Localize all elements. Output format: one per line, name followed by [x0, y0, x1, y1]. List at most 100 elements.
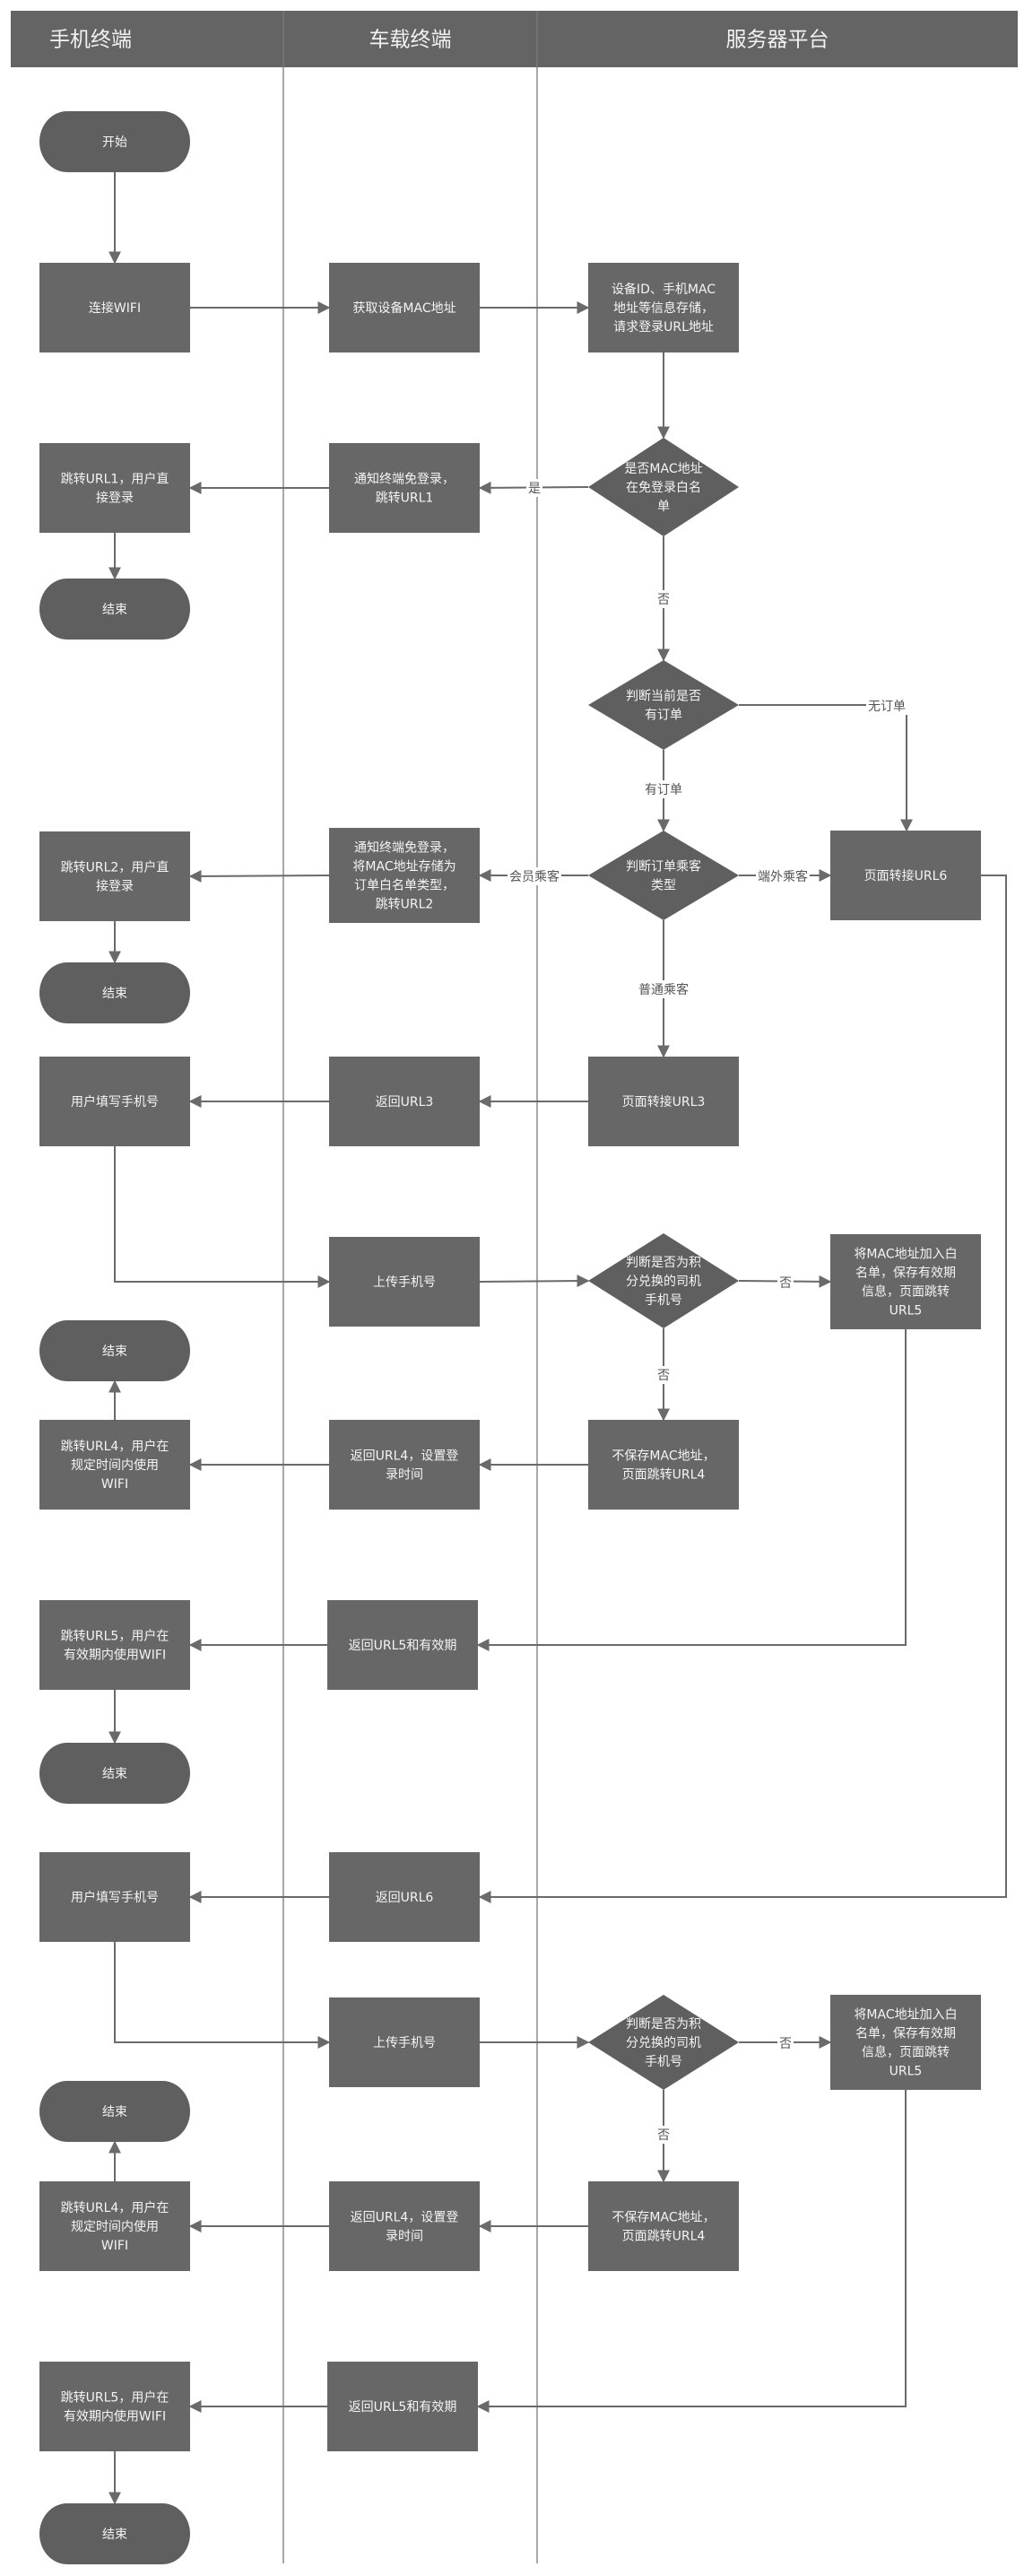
- node-text: 结束: [102, 1767, 127, 1781]
- node-text: 有效期内使用WIFI: [64, 2409, 166, 2424]
- edge-label: 否: [779, 1276, 792, 1291]
- node-text: 结束: [102, 987, 127, 1001]
- terminal-pill: [39, 962, 190, 1023]
- process-box: [39, 1420, 190, 1510]
- decision-diamond: [588, 1233, 739, 1328]
- edge-label: 否: [779, 2037, 792, 2051]
- node-text: 单: [657, 500, 670, 514]
- edge-label-bg: [655, 590, 672, 608]
- edge-label-bg: [866, 697, 907, 715]
- process-box: [39, 1600, 190, 1690]
- edge-label: 会员乘客: [509, 869, 560, 884]
- edge-add_whitelist_a-to-return_url5_a: [476, 1329, 907, 1651]
- node-nosave_b: 不保存MAC地址，页面跳转URL4: [588, 2181, 739, 2271]
- node-text: 页面转接URL6: [864, 868, 948, 883]
- node-text: 判断当前是否: [626, 689, 701, 704]
- edge-add_whitelist_b-to-return_url5_b: [476, 2090, 907, 2413]
- edge-label: 有订单: [645, 783, 682, 797]
- edge-notify_url2-to-jump_url2: [188, 869, 330, 883]
- node-text: 用户填写手机号: [71, 1890, 159, 1905]
- node-page_url3: 页面转接URL3: [588, 1057, 739, 1146]
- process-box: [327, 1600, 478, 1690]
- node-return_url5_a: 返回URL5和有效期: [327, 1600, 478, 1690]
- node-text: 手机号: [645, 2055, 682, 2069]
- node-text: 设备ID、手机MAC: [612, 282, 716, 297]
- node-text: 将MAC地址加入白: [854, 1248, 957, 1262]
- process-box: [830, 1995, 981, 2090]
- process-box: [39, 443, 190, 533]
- process-box: [39, 1852, 190, 1942]
- lane-header-bar: [11, 11, 1018, 67]
- edge-page_url6-to-return_url6: [478, 875, 1007, 1903]
- process-box: [329, 2181, 480, 2271]
- node-text: 不保存MAC地址，: [612, 1449, 715, 1464]
- node-text: 页面跳转URL4: [622, 1468, 706, 1483]
- edge-label: 普通乘客: [638, 982, 689, 997]
- process-box: [588, 1420, 739, 1510]
- decision-diamond: [588, 1995, 739, 2090]
- node-end3: 结束: [39, 1320, 190, 1381]
- node-text: 用户填写手机号: [71, 1094, 159, 1110]
- process-box: [329, 263, 480, 352]
- node-upload_phone_b: 上传手机号: [329, 1997, 480, 2087]
- terminal-pill: [39, 111, 190, 172]
- node-text: 跳转URL5，用户在: [61, 2390, 169, 2406]
- node-text: 跳转URL2，用户直: [61, 860, 169, 875]
- node-return_url6: 返回URL6: [329, 1852, 480, 1942]
- node-text: 结束: [102, 2528, 127, 2542]
- node-text: 跳转URL4，用户在: [61, 2200, 169, 2215]
- node-text: 录时间: [386, 1468, 423, 1483]
- node-text: 在免登录白名: [626, 481, 701, 495]
- node-text: 跳转URL2: [376, 898, 434, 912]
- node-connect_wifi: 连接WIFI: [39, 263, 190, 352]
- node-text: 接登录: [96, 491, 134, 506]
- node-text: 跳转URL1: [376, 492, 434, 506]
- node-text: URL5: [889, 2065, 923, 2079]
- process-box: [588, 263, 739, 352]
- decision-diamond: [588, 831, 739, 920]
- lanes-layer: 手机终端车载终端服务器平台: [11, 11, 1018, 2563]
- edge-label: 是: [528, 482, 541, 496]
- edge-label-bg: [777, 2034, 794, 2052]
- edge-label-bg: [643, 780, 684, 798]
- node-text: URL5: [889, 1304, 923, 1318]
- node-text: 上传手机号: [373, 2036, 436, 2050]
- node-text: 分兑换的司机: [626, 1274, 701, 1289]
- node-text: 将MAC地址加入白: [854, 2008, 957, 2023]
- process-box: [329, 1420, 480, 1510]
- node-end4: 结束: [39, 1743, 190, 1804]
- node-text: 录时间: [386, 2230, 423, 2244]
- node-end2: 结束: [39, 962, 190, 1023]
- node-get_mac: 获取设备MAC地址: [329, 263, 480, 352]
- terminal-pill: [39, 579, 190, 640]
- node-text: 有效期内使用WIFI: [64, 1648, 166, 1663]
- terminal-pill: [39, 1743, 190, 1804]
- node-text: 手机号: [645, 1293, 682, 1308]
- node-text: 接登录: [96, 879, 134, 894]
- edge-label-bg: [508, 867, 561, 885]
- node-text: 页面转接URL3: [622, 1094, 706, 1110]
- node-text: 返回URL3: [376, 1095, 434, 1110]
- edge-label-bg: [777, 1274, 794, 1292]
- node-text: 结束: [102, 2105, 127, 2119]
- node-text: 跳转URL4，用户在: [61, 1439, 169, 1454]
- process-box: [830, 1234, 981, 1329]
- process-box: [329, 828, 480, 923]
- edge-fill_phone_b-to-upload_phone_b: [114, 1942, 331, 2049]
- terminal-pill: [39, 2081, 190, 2142]
- node-text: 分兑换的司机: [626, 2035, 701, 2050]
- edge-upload_phone_a-to-check_driver_a: [479, 1275, 590, 1288]
- node-text: 返回URL5和有效期: [349, 1639, 457, 1653]
